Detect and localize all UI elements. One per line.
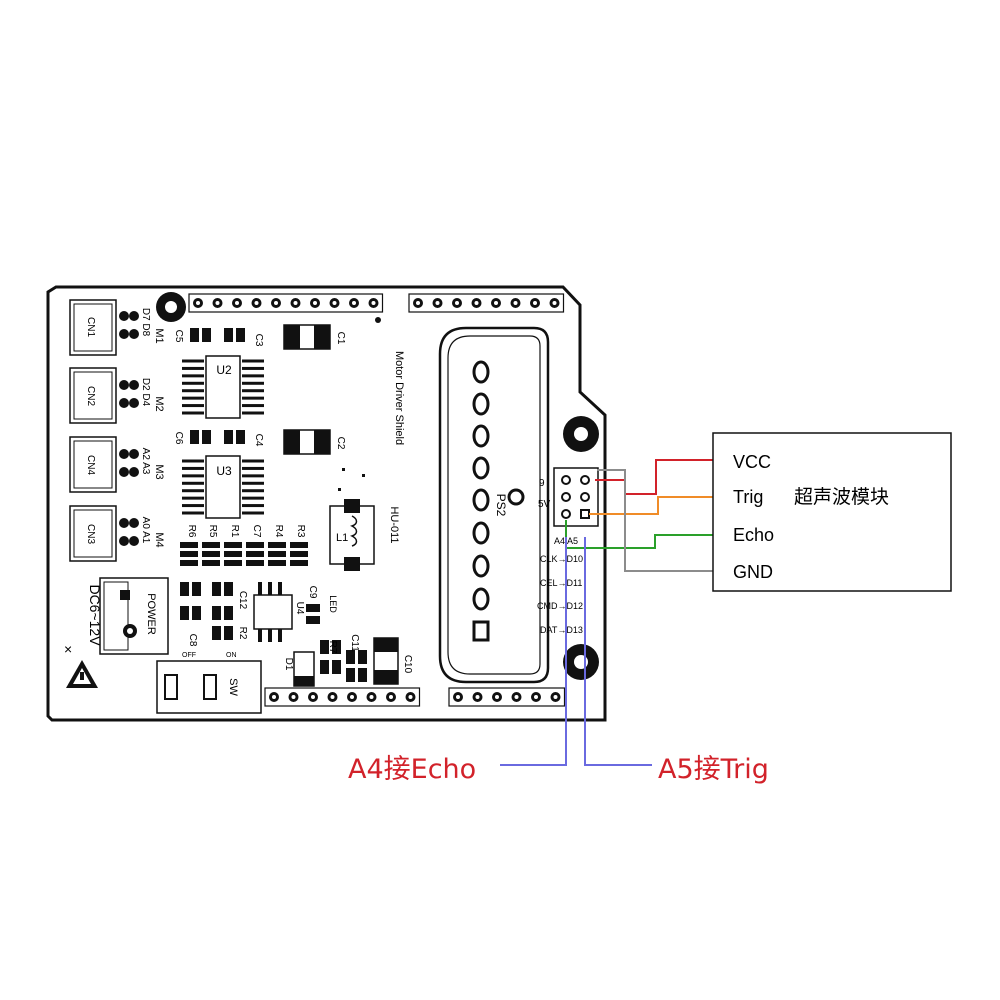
ultrasonic-module (712, 432, 952, 592)
cn2-label: CN2 (85, 386, 96, 406)
ps2-socket (438, 326, 550, 684)
res-label-5: R4 (273, 525, 284, 538)
motor-label-m2: M2 (153, 396, 165, 411)
res-label-3: R1 (229, 525, 240, 538)
res-label-4: C7 (251, 525, 262, 538)
led-pair-label-4: A0 A1 (140, 517, 151, 544)
wire-gnd (597, 469, 720, 572)
ps2-label: PS2 (494, 494, 508, 517)
power-switch (156, 660, 262, 714)
power-jack (99, 577, 169, 655)
smd-misc (306, 604, 367, 682)
pin-9-label: 9 (539, 478, 545, 489)
led-pair-label-3: A2 A3 (140, 448, 151, 475)
cn4-label: CN4 (85, 455, 96, 475)
res-label-2: R5 (207, 525, 218, 538)
r2-label: R2 (237, 627, 248, 640)
pin-header-3x2 (553, 467, 599, 527)
inductor-l1 (329, 499, 375, 571)
led-label: LED (328, 595, 338, 613)
annotation-a5-trig: A5接Trig (658, 754, 769, 785)
bottom-header-right (448, 687, 566, 707)
annotation-a4-echo: A4接Echo (348, 754, 477, 785)
res-label-6: R3 (295, 525, 306, 538)
top-header-right (408, 293, 565, 313)
wire-trig (589, 496, 720, 515)
chip-u3-label: U3 (216, 464, 232, 478)
bottom-header-left (264, 687, 421, 707)
ps2-map-cmd: CMD→D12 (537, 601, 583, 611)
module-pin-vcc: VCC (733, 452, 771, 472)
motor-label-m4: M4 (153, 532, 165, 547)
motor-label-m3: M3 (153, 464, 165, 479)
r7-label: R7 (327, 641, 338, 654)
cn1-label: CN1 (85, 317, 96, 337)
esd-warning-icon (66, 660, 98, 688)
cap-c4-label: C4 (253, 434, 264, 447)
top-header-left (188, 293, 384, 313)
chip-u4 (253, 582, 293, 642)
pin-5v-label: 5V (538, 499, 551, 510)
res-label-1: R6 (186, 525, 197, 538)
electrolytic-c10 (373, 637, 399, 685)
module-pin-gnd: GND (733, 562, 773, 582)
module-pin-echo: Echo (733, 525, 774, 545)
ps2-pins (472, 360, 525, 642)
chip-u2-label: U2 (216, 363, 232, 377)
motor-connector-cn1: CN1 (69, 299, 117, 356)
small-dots (338, 468, 365, 491)
board-model: HU-011 (388, 506, 400, 543)
smd-cluster-c12 (180, 582, 233, 640)
ps2-map-clk: CLK→D10 (540, 554, 583, 564)
smd-caps-top (190, 328, 245, 444)
electrolytic-c2 (283, 429, 331, 455)
cap-c2-label: C2 (335, 437, 346, 450)
chip-u3 (182, 455, 264, 519)
electrolytic-c1 (283, 324, 331, 350)
diode-label: D1 (283, 658, 294, 671)
motor-led-pairs (119, 311, 139, 546)
led-pair-label-1: D7 D8 (140, 308, 151, 337)
wire-a4-echo (500, 537, 567, 766)
chip-u2 (182, 355, 264, 419)
cap-c12-label: C12 (237, 591, 248, 610)
ps2-map-dat: DAT→D13 (540, 625, 583, 635)
cn3-label: CN3 (85, 524, 96, 544)
motor-connector-cn2: CN2 (69, 367, 117, 424)
cap-c1-label: C1 (335, 332, 346, 345)
module-pin-trig: Trig (733, 487, 763, 507)
diode-d1 (293, 651, 315, 687)
cap-c10-label: C10 (402, 655, 413, 674)
switch-label: SW (227, 678, 239, 696)
board-dot (375, 317, 381, 323)
resistor-array (180, 542, 308, 566)
cap-c5-label: C5 (173, 330, 184, 343)
led-pair-label-2: D2 D4 (140, 378, 151, 407)
chip-u4-label: U4 (294, 602, 305, 615)
power-label: POWER (145, 593, 157, 635)
inductor-label: L1 (336, 532, 348, 544)
motor-connector-cn4: CN4 (69, 436, 117, 493)
wire-vcc (595, 459, 720, 495)
dc-voltage-label: DC6~12V (87, 584, 103, 646)
x-mark: × (64, 641, 72, 657)
cap-c6-label: C6 (173, 432, 184, 445)
switch-on-label: ON (226, 652, 237, 659)
cap-c11-label: C11 (349, 634, 360, 652)
board-title: Motor Driver Shield (393, 351, 405, 445)
cap-c3-label: C3 (253, 334, 264, 347)
cap-c9-label: C9 (307, 586, 318, 599)
cap-c8-label: C8 (187, 634, 198, 647)
wire-a5-trig (584, 537, 652, 766)
motor-connector-cn3: CN3 (69, 505, 117, 562)
module-name: 超声波模块 (794, 486, 889, 508)
motor-label-m1: M1 (153, 328, 165, 343)
switch-off-label: OFF (182, 652, 196, 659)
ps2-map-cel: CEL→D11 (540, 578, 582, 588)
